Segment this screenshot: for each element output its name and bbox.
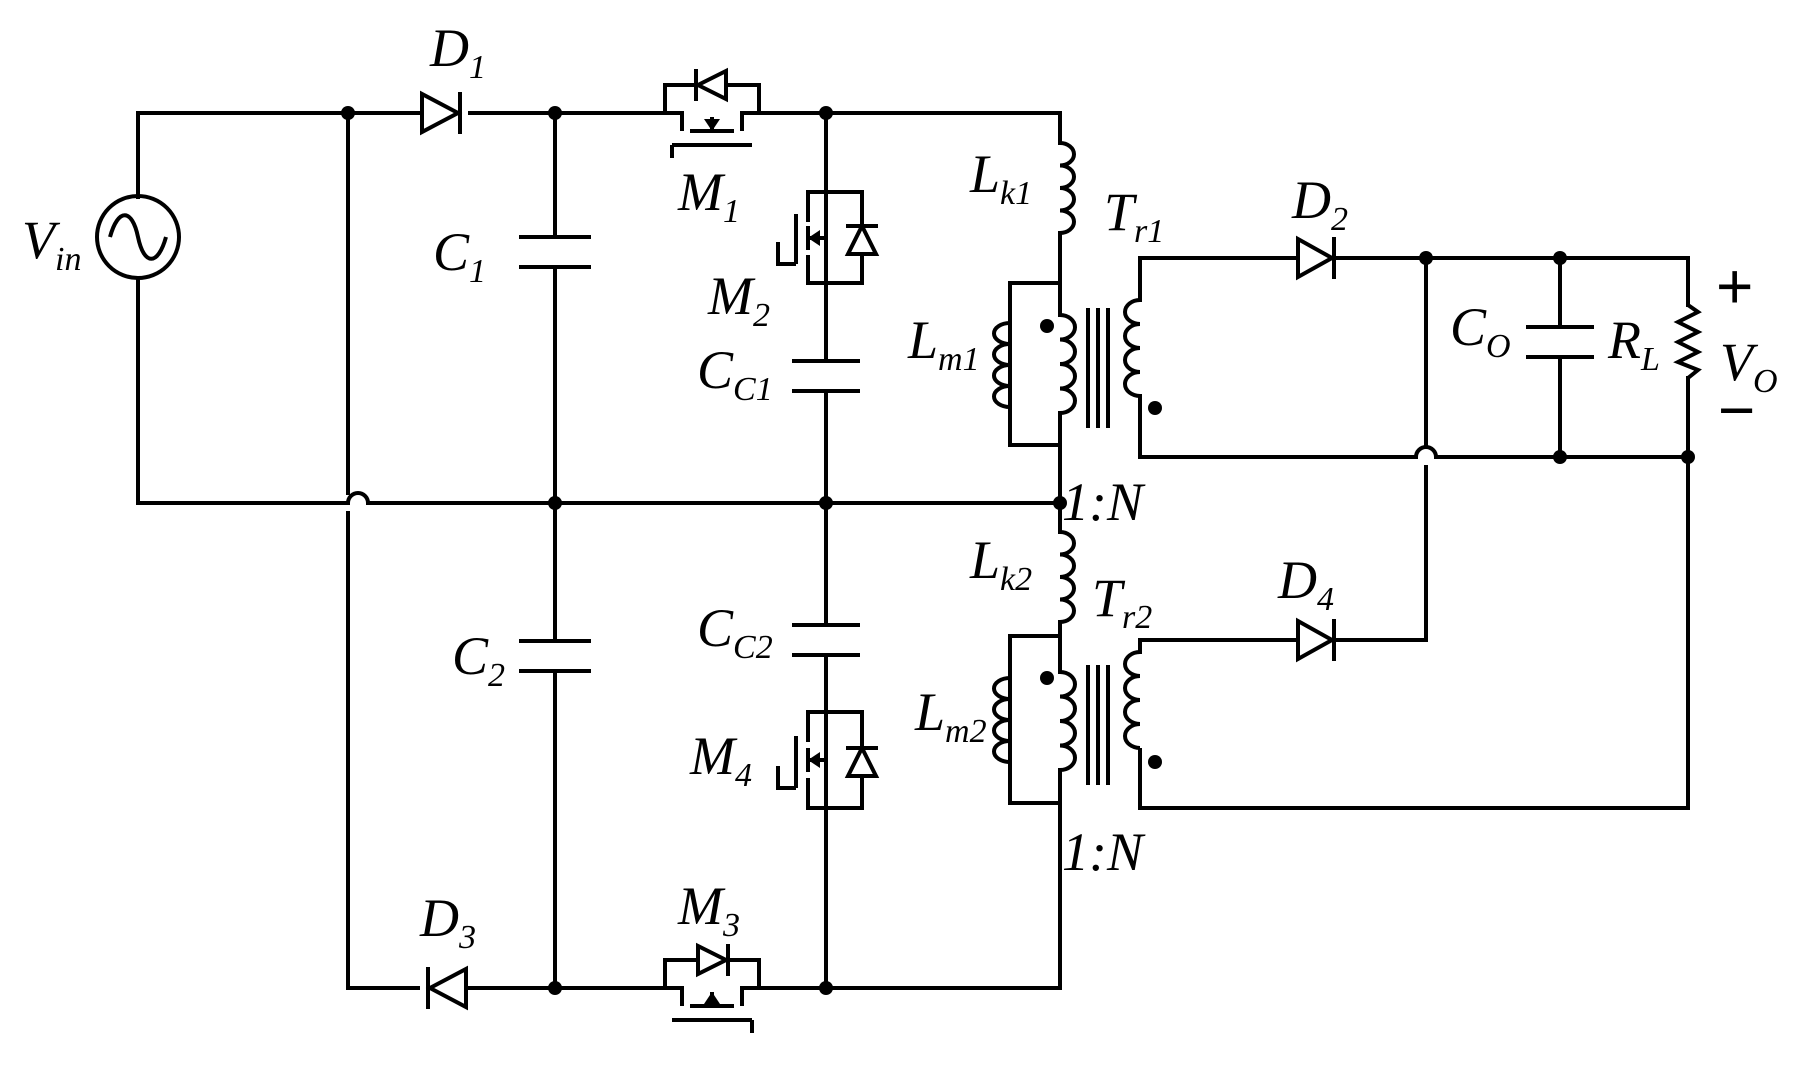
capacitor-icon: [519, 639, 591, 673]
diode-icon: [1296, 235, 1337, 281]
junction-dot: [548, 496, 562, 510]
plus-sign: +: [1716, 250, 1753, 322]
junction-dot: [1053, 496, 1067, 510]
tr1-label: Tr1: [1104, 182, 1164, 250]
c2-label: C2: [452, 626, 505, 694]
vo-label: VO: [1720, 332, 1778, 400]
c1-label: C1: [433, 222, 486, 290]
m2-label: M2: [707, 266, 770, 334]
junction-dot: [1553, 251, 1567, 265]
mosfet-icon: [663, 942, 761, 1033]
junction-dot: [1681, 450, 1695, 464]
capacitor-icon: [792, 623, 860, 657]
mosfet-icon: [663, 67, 761, 158]
resistor-icon: [1673, 303, 1703, 380]
turns-ratio-label: 1:N: [1062, 822, 1146, 882]
lm1-label: Lm1: [907, 310, 980, 378]
junctions: [341, 106, 1695, 995]
rl-label: RL: [1607, 310, 1660, 378]
diode-icon: [425, 965, 468, 1011]
lk1-label: Lk1: [969, 144, 1032, 212]
turns-ratio-label: 1:N: [1062, 472, 1146, 532]
vin-label: Vin: [22, 210, 81, 278]
minus-sign: −: [1718, 374, 1755, 446]
d4-label: D4: [1277, 550, 1334, 618]
d3-label: D3: [419, 888, 476, 956]
junction-dot: [548, 106, 562, 120]
lm2-label: Lm2: [914, 682, 987, 750]
junction-dot: [819, 106, 833, 120]
junction-dot: [548, 981, 562, 995]
junction-dot: [1419, 251, 1433, 265]
capacitor-icon: [1526, 325, 1594, 359]
inductor-icon: [992, 676, 1011, 764]
inductor-icon: [992, 321, 1011, 409]
co-label: CO: [1450, 297, 1511, 365]
diode-icon: [1296, 617, 1337, 663]
d2-label: D2: [1291, 170, 1348, 238]
junction-dot: [819, 496, 833, 510]
transformer-icon: [1040, 298, 1162, 428]
junction-dot: [1553, 450, 1567, 464]
cc2-label: CC2: [697, 598, 773, 666]
cc1-label: CC1: [697, 340, 773, 408]
mosfet-icon: [776, 190, 880, 285]
m1-label: M1: [677, 162, 740, 230]
m4-label: M4: [689, 726, 752, 794]
tr2-label: Tr2: [1092, 568, 1152, 636]
component-labels: Vin D1 D2 D3 D4 C1 C2 CC1 CC2 CO M1 M2 M…: [22, 18, 1778, 956]
diode-icon: [420, 90, 463, 136]
ac-source-icon: [95, 194, 181, 280]
d1-label: D1: [429, 18, 486, 86]
inductor-icon: [1059, 141, 1076, 235]
junction-dot: [819, 981, 833, 995]
wires: [136, 111, 1690, 990]
lk2-label: Lk2: [969, 530, 1032, 598]
mosfet-icon: [776, 710, 880, 810]
m3-label: M3: [677, 876, 740, 944]
transformer-icon: [1040, 650, 1162, 785]
junction-dot: [341, 106, 355, 120]
capacitor-icon: [792, 359, 860, 393]
capacitor-icon: [519, 235, 591, 269]
inductor-icon: [1059, 530, 1076, 624]
